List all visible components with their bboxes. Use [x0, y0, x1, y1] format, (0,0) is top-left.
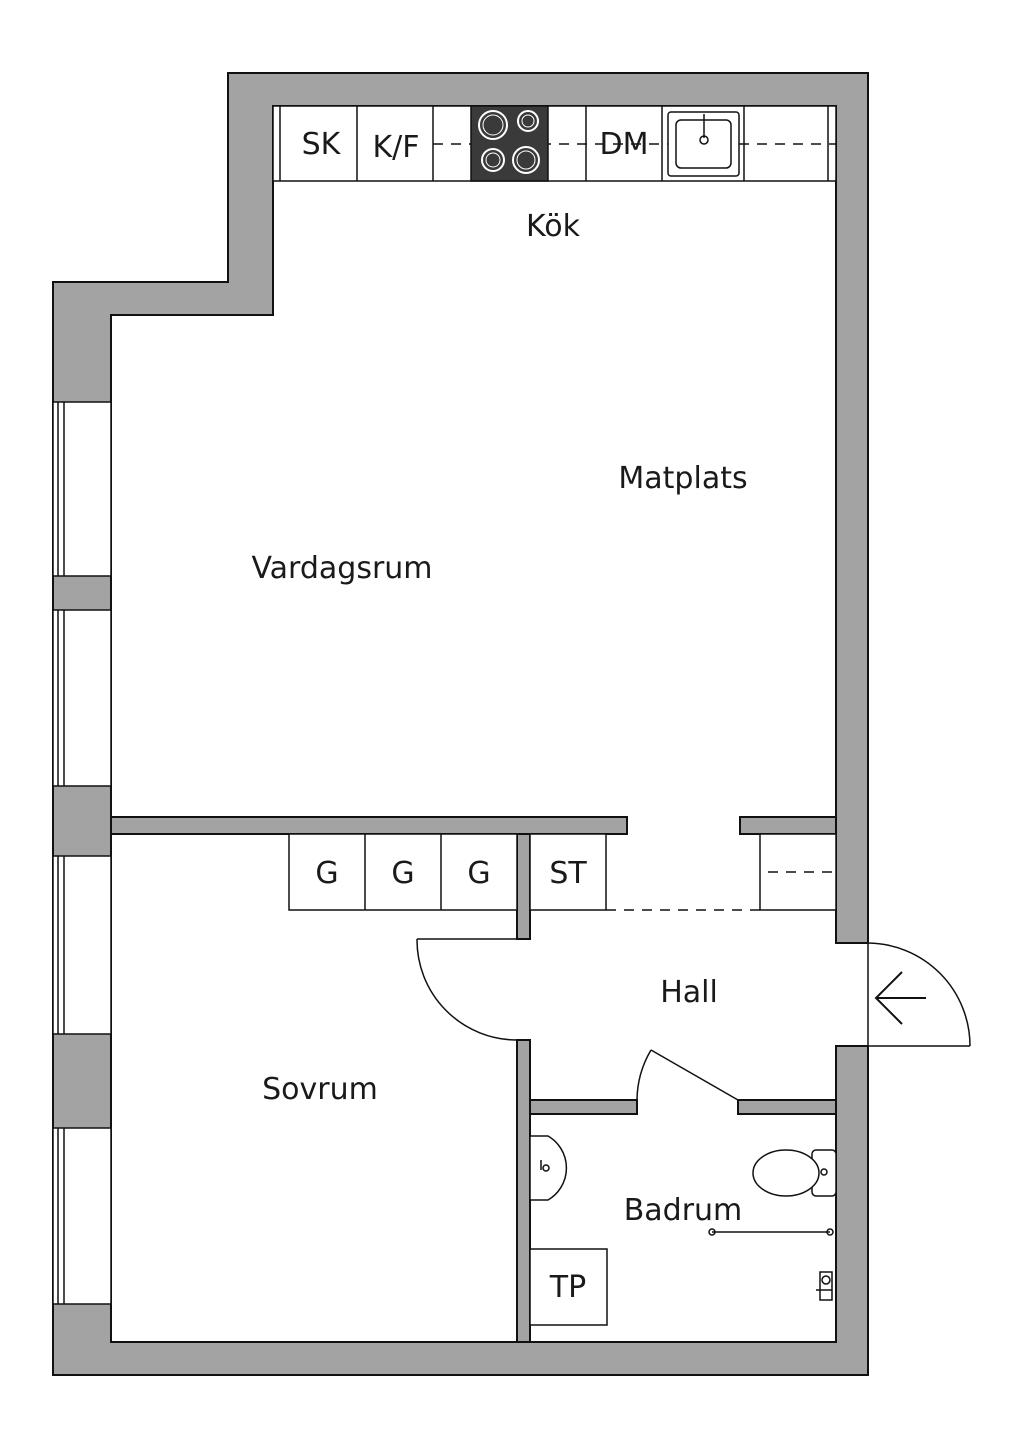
interior-walls	[110, 816, 837, 1343]
entrance-opening	[835, 943, 869, 1046]
wardrobe-3: G	[467, 856, 490, 891]
window-3	[52, 855, 112, 1035]
entrance-arrow-icon	[874, 971, 926, 1025]
shower-faucet-icon	[816, 1271, 833, 1301]
bathroom-door	[636, 1049, 739, 1101]
room-dining: Matplats	[618, 461, 747, 496]
wardrobe-1: G	[315, 856, 338, 891]
storage-st: ST	[549, 856, 587, 891]
fixture-sk: SK	[302, 127, 342, 162]
bedroom-door	[416, 938, 518, 1041]
window-4	[52, 1127, 112, 1305]
window-1	[52, 401, 112, 577]
room-kitchen: Kök	[526, 209, 581, 244]
fixture-tp: TP	[549, 1270, 586, 1305]
windows-left	[52, 401, 112, 1305]
room-living: Vardagsrum	[251, 551, 432, 586]
entrance-door	[867, 942, 971, 1047]
sink-icon	[667, 111, 740, 177]
room-bathroom: Badrum	[624, 1193, 743, 1228]
stove-icon	[470, 105, 549, 182]
wardrobe-row: G G G ST	[288, 833, 837, 911]
toilet-icon	[752, 1149, 837, 1197]
window-2	[52, 609, 112, 787]
shower-rail-icon	[708, 1228, 834, 1236]
washbasin-icon	[529, 1135, 568, 1201]
wardrobe-2: G	[391, 856, 414, 891]
room-bedroom: Sovrum	[262, 1072, 378, 1107]
outer-wall	[52, 72, 869, 1376]
kitchen-counter: SK K/F DM	[272, 105, 837, 182]
fixture-dm: DM	[600, 127, 649, 162]
fixture-kf: K/F	[372, 130, 419, 165]
laundry-tp: TP	[529, 1248, 608, 1326]
room-hall: Hall	[660, 975, 718, 1010]
